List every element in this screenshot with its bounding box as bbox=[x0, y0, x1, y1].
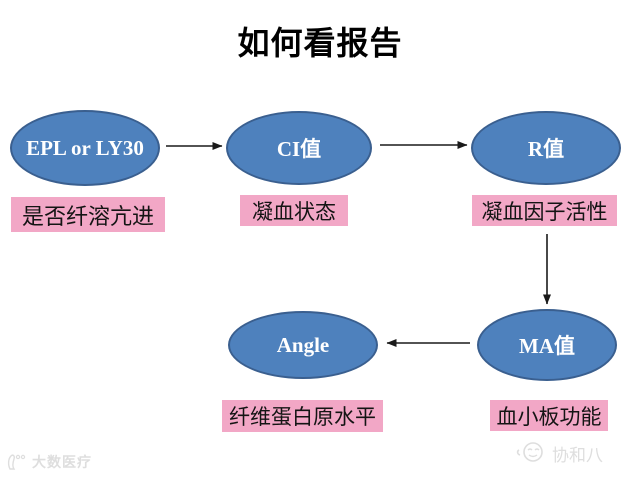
node-r-label: R值 bbox=[527, 137, 565, 161]
watermark-left-logo-icon bbox=[7, 454, 26, 470]
meaning-label-platelet-function: 血小板功能 bbox=[490, 400, 608, 431]
watermark-left-text: 大数医疗 bbox=[32, 454, 92, 470]
node-epl-ly30: EPL or LY30 bbox=[10, 110, 160, 186]
meaning-label-coagulation-state: 凝血状态 bbox=[240, 195, 348, 226]
node-angle: Angle bbox=[228, 311, 378, 379]
meaning-label-clotting-factor-activity: 凝血因子活性 bbox=[472, 195, 617, 226]
node-ma: MA值 bbox=[477, 309, 617, 381]
node-ci: CI值 bbox=[226, 111, 372, 185]
node-ci-label: CI值 bbox=[276, 137, 322, 161]
node-angle-label: Angle bbox=[276, 332, 330, 357]
watermark-right-text: 协和八 bbox=[552, 445, 603, 465]
watermark-right: 协和八 bbox=[516, 440, 603, 466]
watermark-right-smiley-icon bbox=[516, 442, 543, 462]
meaning-label-fibrinogen-level: 纤维蛋白原水平 bbox=[222, 400, 383, 432]
node-epl-ly30-label: EPL or LY30 bbox=[26, 135, 144, 160]
meaning-label-fibrinolysis: 是否纤溶亢进 bbox=[11, 197, 165, 232]
slide-title: 如何看报告 bbox=[237, 25, 403, 61]
watermark-left: 大数医疗 bbox=[6, 452, 92, 472]
node-ma-label: MA值 bbox=[519, 334, 575, 358]
node-r: R值 bbox=[471, 111, 621, 185]
